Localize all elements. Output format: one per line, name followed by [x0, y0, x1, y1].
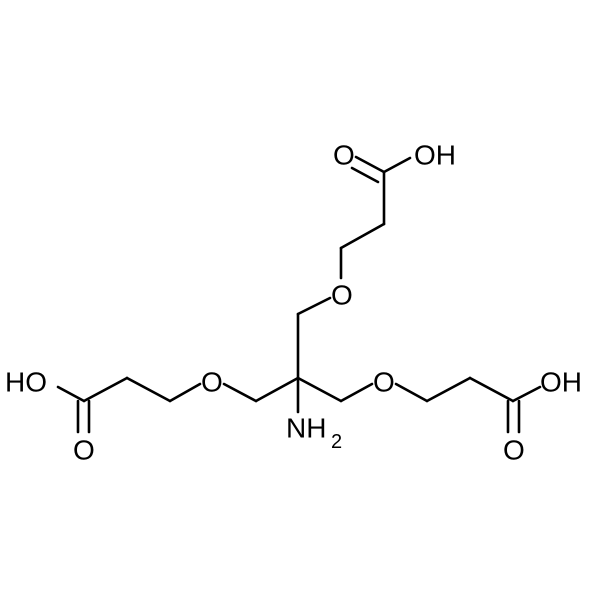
left-hydroxyl-label: HO — [5, 366, 47, 397]
left-carbonyl-oxygen-label: O — [73, 434, 95, 465]
bond-c-double-o-top-1 — [354, 155, 386, 174]
right-ether-oxygen-label: O — [373, 366, 395, 397]
bond-ch2-ch2-right — [425, 376, 472, 403]
amine-label: NH — [286, 412, 326, 443]
top-carbonyl-oxygen-label: O — [333, 139, 355, 170]
bond-ch2-cooh-right — [468, 376, 515, 403]
bond-c-oh-top — [382, 156, 412, 174]
bond-ch2-cooh-left — [82, 376, 129, 403]
bond-ch2-ch2-top — [339, 222, 386, 250]
bond-quat-ch2-right — [296, 376, 343, 403]
bond-c-oh-left — [56, 385, 86, 403]
bond-ch2-o-top — [296, 296, 332, 316]
left-ether-oxygen-label: O — [201, 366, 223, 397]
bond-o-ch2-left — [168, 382, 202, 403]
bond-ch2-o-right — [339, 382, 374, 403]
right-carbonyl-oxygen-label: O — [503, 434, 525, 465]
bond-ch2-ch2-left — [125, 376, 172, 403]
bond-o-ch2-right — [394, 382, 429, 403]
amine-subscript: 2 — [331, 431, 342, 453]
bond-quat-ch2-left — [254, 376, 300, 403]
top-ether-oxygen-label: O — [331, 279, 353, 310]
bond-c-double-o-top-2 — [350, 166, 380, 184]
bond-c-oh-right — [511, 385, 542, 403]
right-hydroxyl-label: OH — [540, 366, 582, 397]
bond-ch2-o-left — [222, 382, 258, 403]
top-hydroxyl-label: OH — [414, 139, 456, 170]
